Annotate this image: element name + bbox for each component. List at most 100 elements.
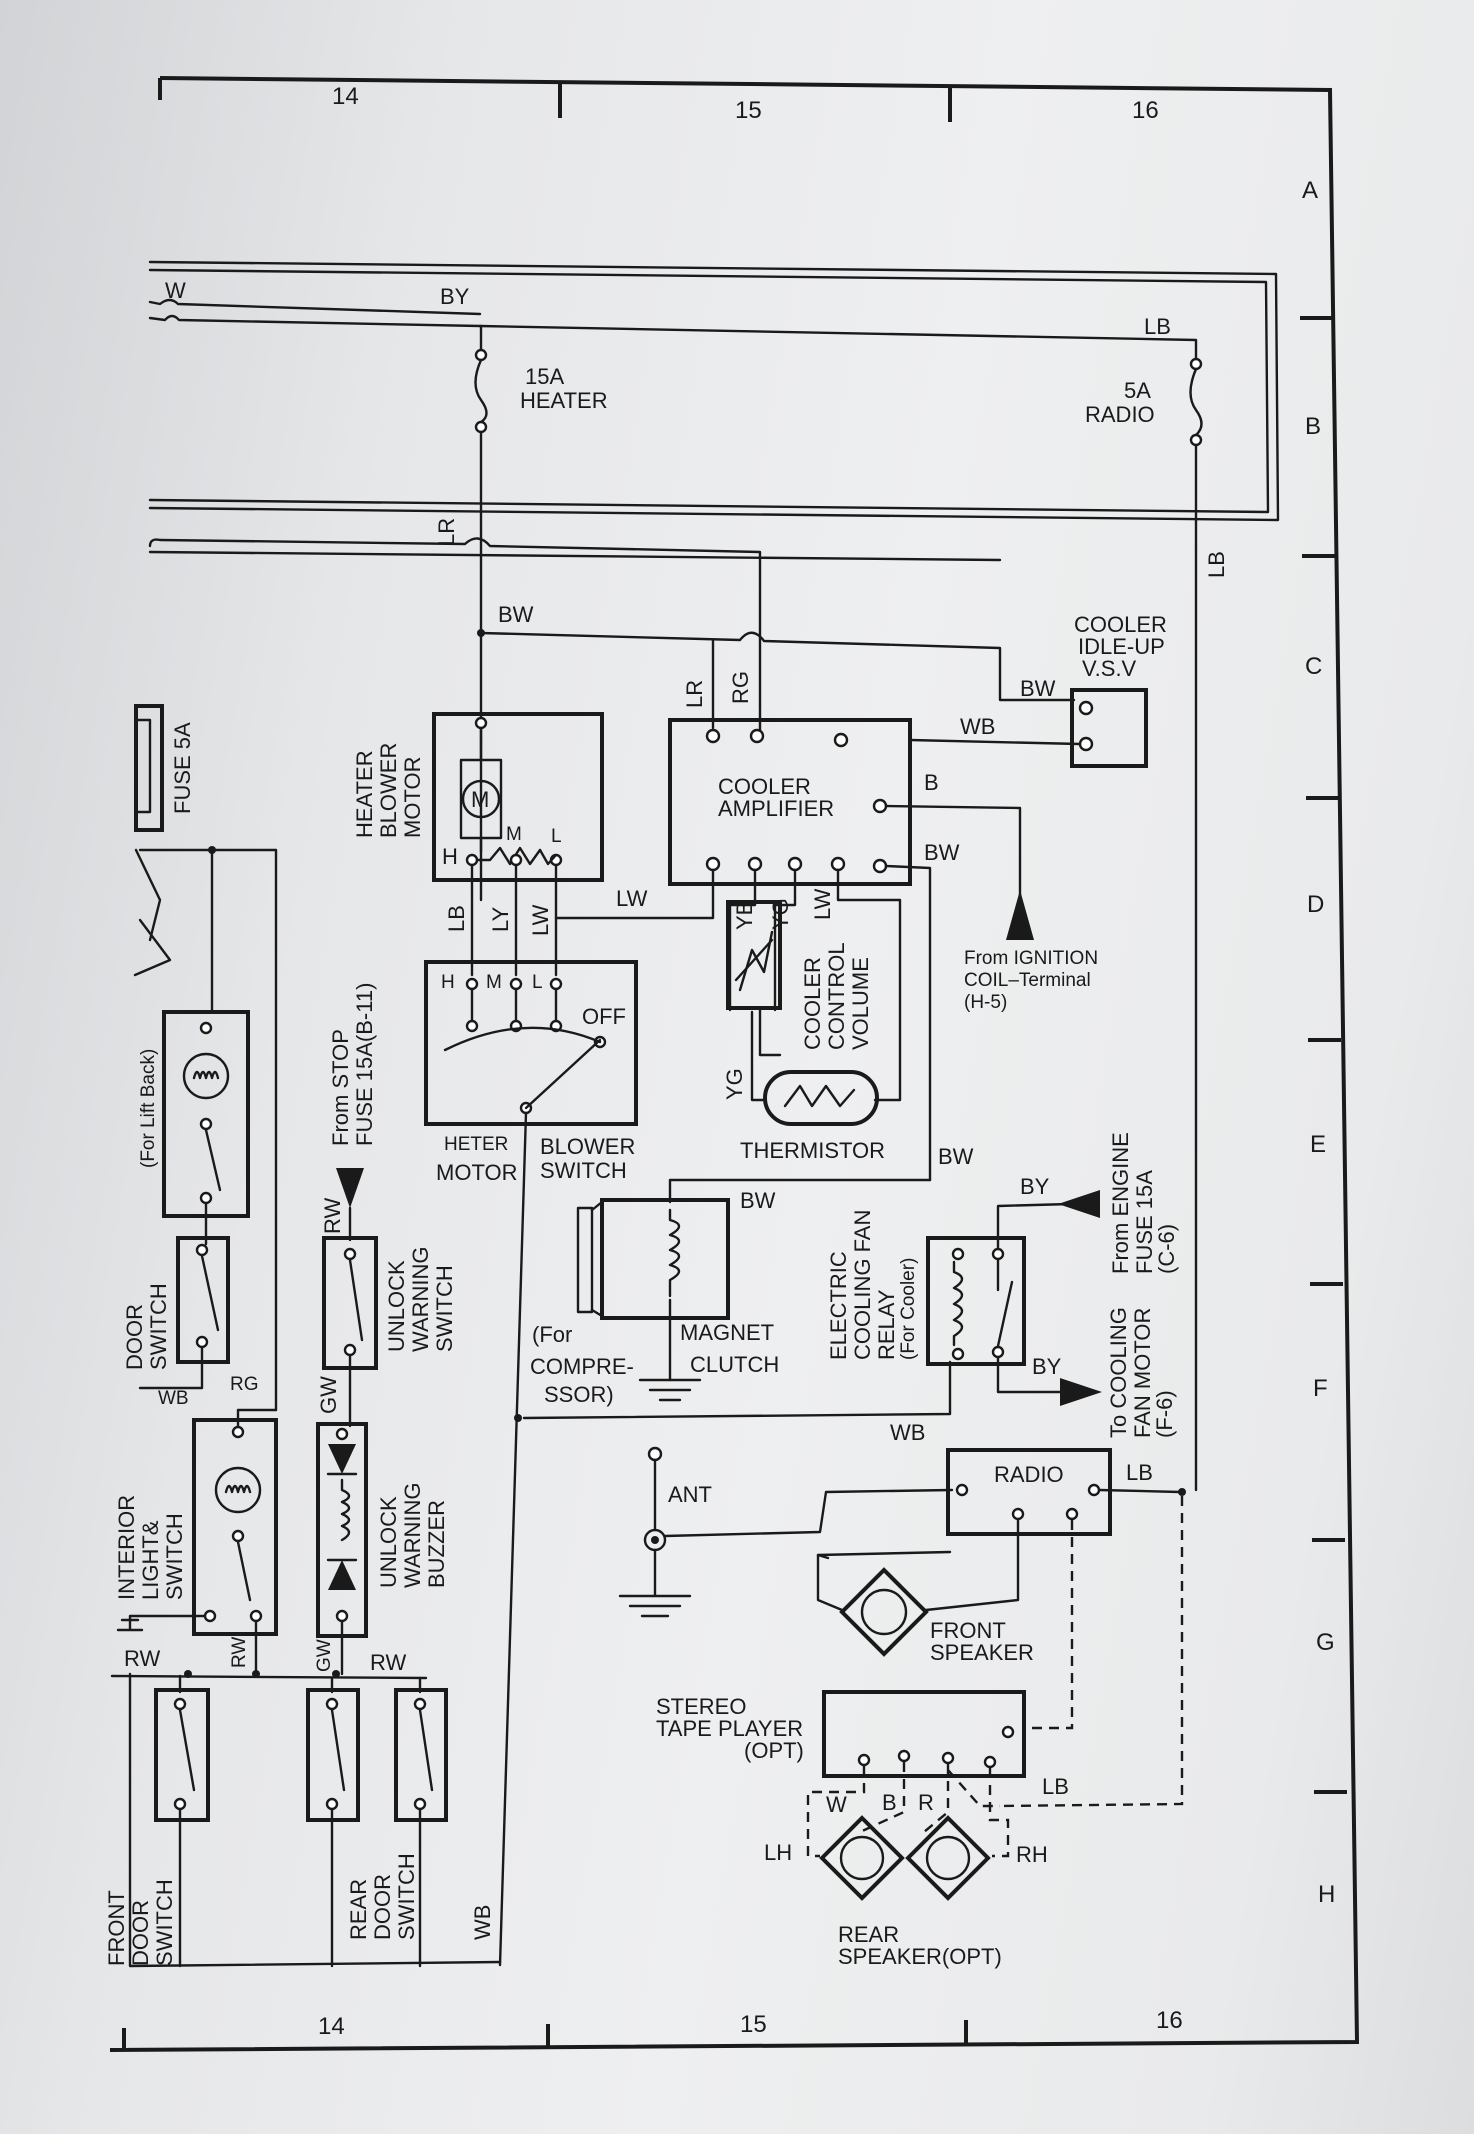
interior-light-switch <box>116 1408 278 1678</box>
col-15-top: 15 <box>735 97 762 124</box>
rear-speaker-label-2: SPEAKER(OPT) <box>838 1944 1002 1969</box>
row-G: G <box>1316 1629 1335 1656</box>
wire-label-w-tape: W <box>826 1792 847 1817</box>
front-speaker <box>816 1518 1020 1657</box>
motor-l: L <box>551 826 562 847</box>
heater-fuse-amp: 15A <box>525 364 564 389</box>
col-15-bottom: 15 <box>740 2011 767 2038</box>
wire-label-wb-bottom: WB <box>470 1905 495 1940</box>
wire-label-yg-1: YG <box>768 898 793 930</box>
column-labels: 14 15 16 14 15 16 <box>318 83 1183 2040</box>
front-door-switch-label-3: SWITCH <box>152 1879 177 1966</box>
wire-label-lr-amp: LR <box>682 680 707 708</box>
antenna <box>618 1446 954 1618</box>
engine-fuse-ref-2: FUSE 15A <box>1132 1170 1157 1274</box>
wire-label-r-tape: R <box>918 1790 934 1815</box>
switch-m: M <box>486 972 502 993</box>
wire-label-lb-radio: LB <box>1126 1460 1153 1485</box>
cooling-fan-motor-ref-1: To COOLING <box>1106 1307 1131 1438</box>
buzzer-label-2: WARNING <box>400 1482 425 1588</box>
col-14-top: 14 <box>332 83 359 110</box>
wire-label-lb-tape: LB <box>1042 1774 1069 1799</box>
rear-speakers <box>819 1815 991 1901</box>
wire-label-b: B <box>924 770 939 795</box>
wire-label-lb-motor: LB <box>444 905 469 932</box>
compressor-label-2: COMPRE- <box>530 1354 634 1379</box>
wire-label-lw-2: LW <box>810 888 835 920</box>
stop-fuse-ref-1: From STOP <box>328 1029 353 1146</box>
stop-fuse-ref-2: FUSE 15A(B-11) <box>352 983 377 1146</box>
wire-label-rw-right: RW <box>370 1650 406 1675</box>
blower-switch <box>424 960 638 1967</box>
amp-label-2: AMPLIFIER <box>718 796 834 821</box>
rear-door-switch-label-1: REAR <box>346 1879 371 1940</box>
door-switch-label-1: DOOR <box>122 1304 147 1370</box>
wire-label-yb: YB <box>732 901 757 930</box>
wire-label-by-relay-2: BY <box>1032 1354 1062 1379</box>
wire-label-wb-door: WB <box>158 1388 189 1409</box>
front-door-switch-label-2: DOOR <box>128 1900 153 1966</box>
unlock-switch-label-1: UNLOCK <box>384 1260 409 1352</box>
front-door-switch-label-1: FRONT <box>104 1890 129 1966</box>
blower-switch-label-2: MOTOR <box>436 1160 517 1185</box>
blower-motor-label-2: BLOWER <box>376 743 401 838</box>
cooling-fan-motor-ref-3: (F-6) <box>1152 1390 1177 1438</box>
wire-label-bw-clutch: BW <box>740 1188 776 1213</box>
rh-label: RH <box>1016 1842 1048 1867</box>
magnet-clutch-label-1: MAGNET <box>680 1320 774 1345</box>
engine-fuse-ref-3: (C-6) <box>1154 1224 1179 1274</box>
ant-label: ANT <box>668 1482 712 1507</box>
radio-fuse <box>1189 357 1203 1492</box>
wire-label-lb-top: LB <box>1144 314 1171 339</box>
wire-label-rg-amp: RG <box>728 671 753 704</box>
row-B: B <box>1305 413 1321 440</box>
row-F: F <box>1313 1375 1328 1402</box>
stereo-tape-player <box>806 1690 1026 1858</box>
col-14-bottom: 14 <box>318 2013 345 2040</box>
door-switch <box>138 1236 230 1390</box>
blower-switch-label-4: SWITCH <box>540 1158 627 1183</box>
motor-m: M <box>506 824 522 845</box>
magnet-clutch <box>576 1178 932 1402</box>
control-volume-label-1: COOLER <box>800 957 825 1050</box>
unlock-switch-label-2: WARNING <box>408 1246 433 1352</box>
wire-label-rw-int: RW <box>229 1637 250 1668</box>
blower-switch-label-1: HETER <box>444 1134 508 1155</box>
front-speaker-label-2: SPEAKER <box>930 1640 1034 1665</box>
heater-fuse <box>474 324 488 902</box>
row-H: H <box>1318 1881 1335 1908</box>
wire-label-rw-left: RW <box>124 1646 160 1671</box>
wire-label-rg-door: RG <box>230 1374 259 1395</box>
relay-label-2: COOLING FAN <box>850 1210 875 1360</box>
wire-label-b-tape: B <box>882 1790 897 1815</box>
wire-label-gw-1: GW <box>316 1376 341 1414</box>
radio-fuse-amp: 5A <box>1124 378 1151 403</box>
radio-label: RADIO <box>994 1462 1064 1487</box>
tape-player-label-3: (OPT) <box>744 1738 804 1763</box>
switch-l: L <box>532 972 543 993</box>
rear-door-switch-1 <box>306 1688 360 1968</box>
wire-label-ly: LY <box>488 906 513 932</box>
compressor-label-3: SSOR) <box>544 1382 614 1407</box>
diagram-frame <box>109 76 1360 2052</box>
buzzer-label-1: UNLOCK <box>376 1496 401 1588</box>
control-volume-label-3: VOLUME <box>848 957 873 1050</box>
fuse-block <box>148 260 1280 707</box>
rear-door-switch-label-2: DOOR <box>370 1874 395 1940</box>
switch-h: H <box>441 972 455 993</box>
control-volume-label-2: CONTROL <box>824 942 849 1050</box>
row-A: A <box>1302 177 1318 204</box>
row-E: E <box>1310 1131 1326 1158</box>
motor-symbol: M <box>471 787 489 812</box>
rear-door-switch-label-3: SWITCH <box>394 1853 419 1940</box>
bw-wires <box>477 629 1076 732</box>
blower-motor-label-1: HEATER <box>352 750 377 838</box>
wire-label-w: W <box>165 278 186 303</box>
vsv-label-1: COOLER <box>1074 612 1167 637</box>
magnet-clutch-label-2: CLUTCH <box>690 1352 779 1377</box>
radio <box>946 1448 1186 1808</box>
wire-label-bw-1: BW <box>498 602 534 627</box>
vsv-label-2: IDLE-UP <box>1078 634 1165 659</box>
